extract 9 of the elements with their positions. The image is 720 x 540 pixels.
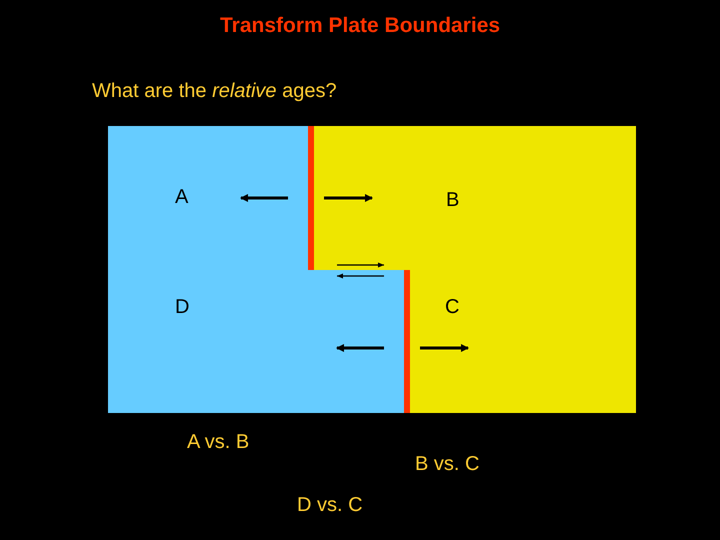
plate-label: A [175,187,188,207]
plate-label: B [446,190,460,210]
title: Transform Plate Boundaries [220,15,500,36]
question-text: What are the relative ages? [92,81,337,101]
comparison-label: D vs. C [297,495,363,515]
comparison-label: B vs. C [415,454,480,474]
plate-label: C [445,297,460,317]
comparison-label: A vs. B [187,432,250,452]
plate-label: D [175,297,190,317]
